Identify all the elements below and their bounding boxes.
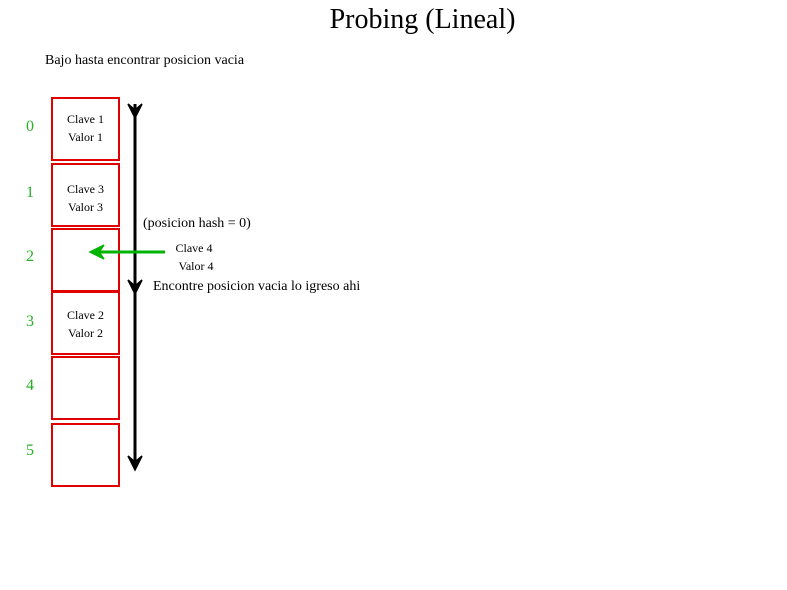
- probe-arrow-bottom-head: [127, 455, 143, 472]
- slot-index-1: 1: [26, 184, 34, 201]
- hash-position-note: (posicion hash = 0): [143, 216, 251, 231]
- diagram-title: Probing (Lineal): [329, 4, 516, 35]
- slot-index-2: 2: [26, 248, 34, 265]
- slot-index-0: 0: [26, 118, 34, 135]
- found-empty-note: Encontre posicion vacia lo igreso ahi: [153, 279, 361, 294]
- hash-slot-4: [51, 356, 120, 420]
- diagram-subtitle: Bajo hasta encontrar posicion vacia: [45, 53, 245, 68]
- insert-arrow-head: [88, 244, 105, 260]
- slot-value: Valor 1: [68, 130, 103, 144]
- new-item-value: Valor 4: [178, 259, 214, 273]
- slot-key: Clave 2: [67, 308, 104, 322]
- hash-slot-1: Clave 3 Valor 3: [51, 163, 120, 227]
- hash-slot-2: [51, 228, 120, 292]
- slot-index-5: 5: [26, 442, 34, 459]
- slot-index-4: 4: [26, 377, 34, 394]
- hash-slot-5: [51, 423, 120, 487]
- probe-arrow-top-cap: [127, 103, 143, 120]
- slot-value: Valor 3: [68, 200, 103, 214]
- new-item-key: Clave 4: [175, 241, 213, 255]
- slot-key: Clave 1: [67, 112, 104, 126]
- slot-key: Clave 3: [67, 182, 104, 196]
- slot-value: Valor 2: [68, 326, 103, 340]
- probe-arrow-mid-head: [127, 279, 143, 296]
- hash-slot-3: Clave 2 Valor 2: [51, 291, 120, 355]
- hash-slot-0: Clave 1 Valor 1: [51, 97, 120, 161]
- slot-index-3: 3: [26, 313, 34, 330]
